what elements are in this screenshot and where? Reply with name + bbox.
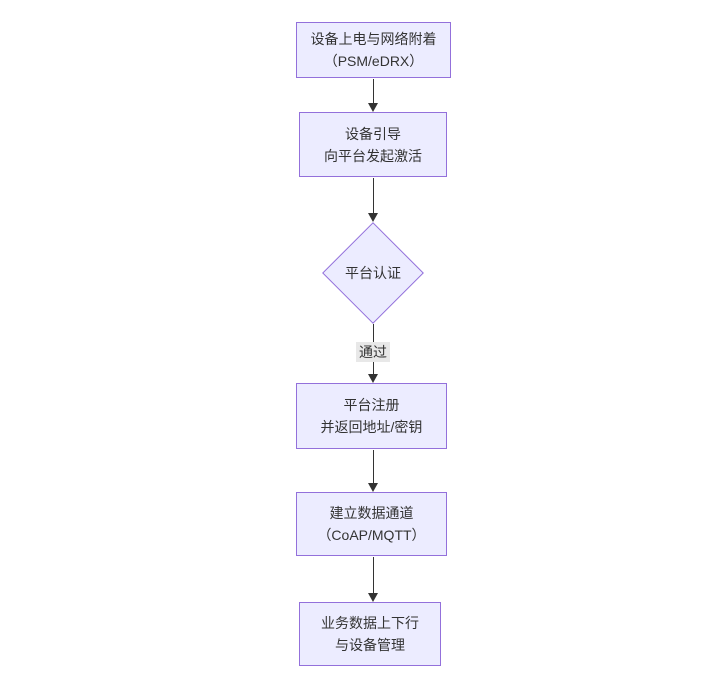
node-line: 与设备管理 <box>335 637 405 653</box>
node-line: 并返回地址/密钥 <box>320 419 423 435</box>
decision-label: 平台认证 <box>345 265 401 281</box>
node-platform-register: 平台注册 并返回地址/密钥 <box>296 383 447 449</box>
arrow-register-to-channel <box>373 450 374 483</box>
node-data-channel: 建立数据通道 （CoAP/MQTT） <box>296 492 447 556</box>
arrowhead-icon <box>368 483 378 492</box>
arrowhead-icon <box>368 103 378 112</box>
arrowhead-icon <box>368 593 378 602</box>
node-line: 设备引导 <box>345 125 401 142</box>
edge-label-pass: 通过 <box>356 342 390 362</box>
node-line: 平台注册 <box>343 397 400 413</box>
node-line: 业务数据上下行 <box>321 615 419 631</box>
arrowhead-icon <box>368 213 378 222</box>
node-line: 设备上电与网络附着 <box>310 31 437 47</box>
arrow-power-to-boot <box>373 79 374 104</box>
node-line: 建立数据通道 <box>329 505 414 521</box>
node-power-attach: 设备上电与网络附着 （PSM/eDRX） <box>296 22 451 78</box>
node-line: （CoAP/MQTT） <box>317 527 426 543</box>
node-business-data: 业务数据上下行 与设备管理 <box>299 602 441 666</box>
arrow-channel-to-business <box>373 557 374 593</box>
node-line: 向平台发起激活 <box>324 147 422 164</box>
node-device-boot: 设备引导 向平台发起激活 <box>299 112 447 177</box>
arrow-boot-to-auth <box>373 178 374 213</box>
node-line: （PSM/eDRX） <box>323 53 424 69</box>
decision-platform-auth: 平台认证 <box>322 222 424 324</box>
arrowhead-icon <box>368 374 378 383</box>
